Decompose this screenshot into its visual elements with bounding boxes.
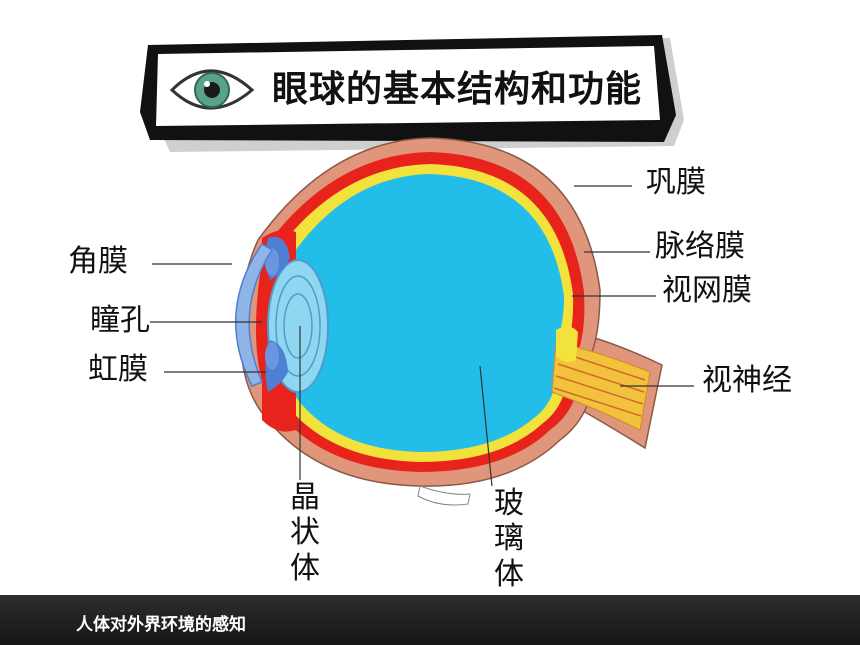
optic-nerve <box>551 341 651 431</box>
page-title: 眼球的基本结构和功能 <box>272 69 643 110</box>
label-retina: 视网膜 <box>662 273 752 308</box>
leader-lines <box>150 185 694 487</box>
eyeball <box>234 137 663 506</box>
cornea <box>234 242 274 387</box>
label-cornea: 角膜 <box>68 244 128 279</box>
eye-icon <box>169 69 255 110</box>
leader-vitreous <box>479 365 493 487</box>
label-optic-nerve: 视神经 <box>702 363 792 398</box>
footer-bar: 人体对外界环境的感知 <box>0 595 860 645</box>
label-iris: 虹膜 <box>88 352 148 387</box>
iris <box>265 236 290 392</box>
title-banner <box>140 35 684 152</box>
footer-title: 人体对外界环境的感知 <box>76 615 246 635</box>
vitreous-body <box>282 174 564 452</box>
label-lens: 晶状体 <box>290 480 320 586</box>
label-vitreous: 玻璃体 <box>494 486 524 592</box>
label-pupil: 瞳孔 <box>90 303 150 338</box>
label-choroid: 脉络膜 <box>655 229 745 264</box>
label-sclera: 巩膜 <box>646 165 706 200</box>
